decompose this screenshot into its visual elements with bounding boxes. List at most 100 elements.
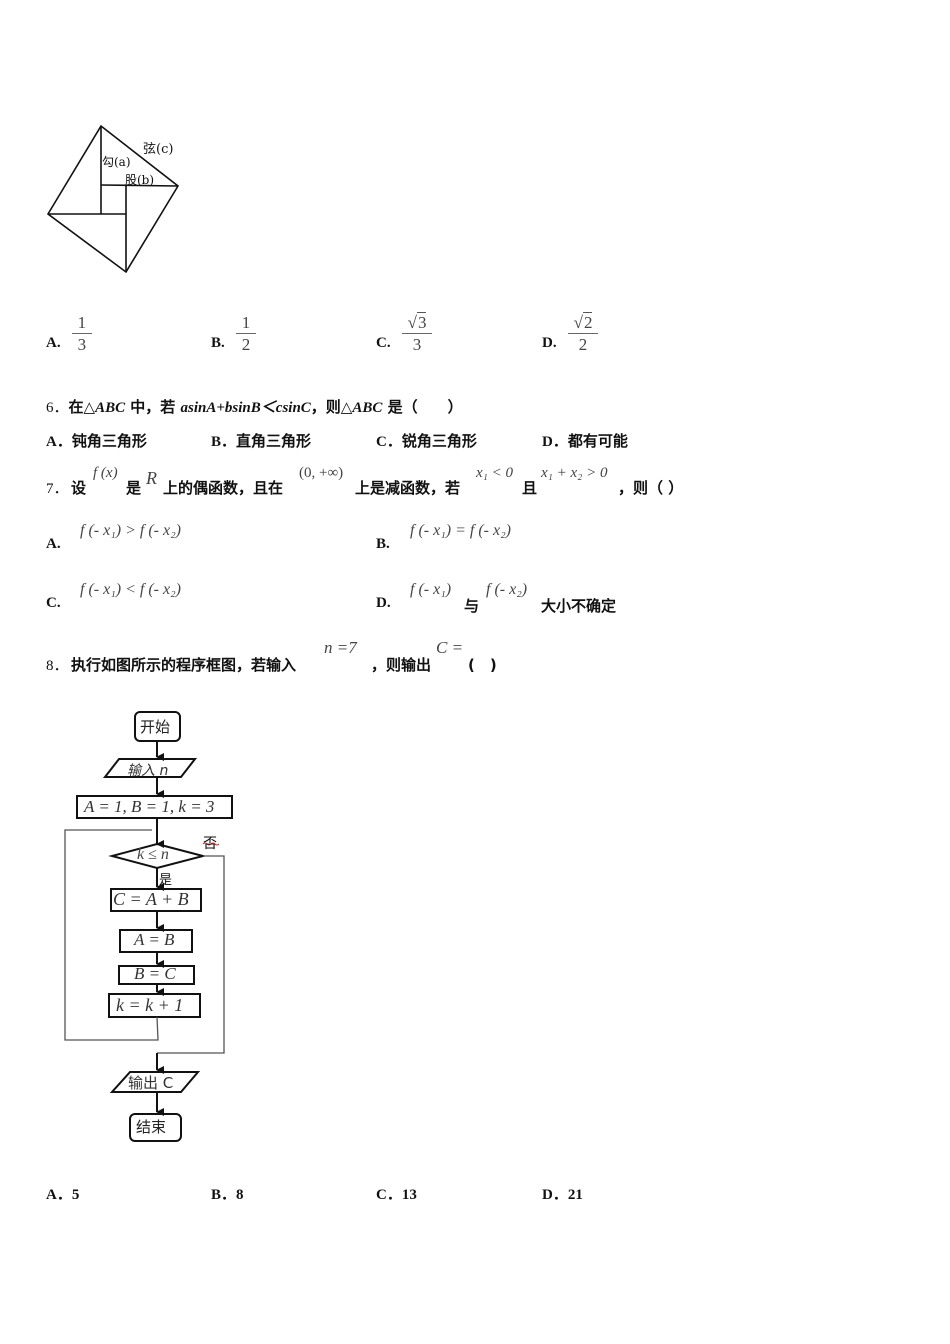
q6-stem: 6．在△ABC 中，若 asinA+bsinB＜csinC，则△ABC 是（ ） (46, 396, 463, 417)
denominator: 3 (71, 333, 93, 356)
q7-interval: (0, +∞) (299, 465, 344, 481)
option-text: 钝角三角形 (71, 432, 147, 450)
q8-text: ( ) (468, 656, 497, 674)
option-letter: A. (46, 536, 61, 552)
q8-option-d[interactable]: D．21 (542, 1183, 583, 1204)
option-letter: D. (542, 335, 557, 351)
flow-condition: k ≤ n (137, 846, 169, 863)
q5-option-a[interactable]: A. 1 3 (46, 313, 93, 356)
q6-option-d[interactable]: D．都有可能 (542, 430, 628, 451)
numerator: 1 (241, 313, 251, 332)
flow-output: 输出 C (128, 1074, 174, 1092)
q8-output-expression: C = (436, 638, 464, 657)
option-expression: f (- x₁) < f (- x₂) (80, 581, 181, 598)
q7-option-d[interactable]: D. f (- x₁) 与 f (- x₂) 大小不确定 (376, 581, 696, 615)
denominator: 3 (401, 333, 433, 356)
option-value: 8 (236, 1187, 244, 1203)
option-letter: C． (376, 434, 402, 450)
q7-text: 上是减函数，若 (355, 479, 461, 497)
flow-step-sum: C = A + B (113, 889, 189, 909)
option-letter: C. (46, 595, 61, 611)
q8-text: ，则输出 (371, 656, 432, 674)
option-letter: D. (376, 595, 391, 611)
q6-option-c[interactable]: C．锐角三角形 (376, 430, 477, 451)
option-text: 直角三角形 (236, 432, 312, 450)
option-letter: C. (376, 335, 391, 351)
option-expression-b: f (- x₂) (486, 581, 528, 598)
option-letter: A． (46, 434, 72, 450)
option-value: 5 (71, 1187, 80, 1203)
option-letter: B． (211, 1187, 237, 1203)
flow-init: A = 1, B = 1, k = 3 (84, 797, 215, 816)
label-long-leg: 股(b) (125, 173, 155, 187)
q7-text: 是 (126, 479, 142, 497)
option-value: 21 (567, 1187, 583, 1203)
option-text: 大小不确定 (541, 597, 617, 615)
q7-function: f (x) (93, 465, 118, 481)
q7-text: ，则（ ） (618, 479, 684, 497)
q6-text: 中，若 (125, 398, 181, 416)
option-letter: D． (542, 1187, 568, 1203)
q6-text: 是（ ） (382, 398, 463, 416)
flow-step-assign-a: A = B (134, 930, 175, 949)
q6-option-b[interactable]: B．直角三角形 (211, 430, 311, 451)
q5-option-b[interactable]: B. 1 2 (211, 313, 257, 356)
option-text: 与 (464, 597, 480, 615)
q5-option-c[interactable]: C. √3 3 (376, 312, 433, 356)
q6-condition: asinA+bsinB＜csinC (180, 400, 311, 416)
label-hypotenuse: 弦(c) (143, 142, 174, 157)
option-text: 都有可能 (567, 432, 628, 450)
option-expression-a: f (- x₁) (410, 581, 452, 598)
question-number: 8． (46, 658, 69, 674)
q7-option-c[interactable]: C. f (- x₁) < f (- x₂) (46, 581, 346, 611)
q7-domain: R (146, 468, 157, 488)
question-number: 7． (46, 481, 69, 497)
q8-option-a[interactable]: A．5 (46, 1183, 79, 1204)
q8-option-b[interactable]: B．8 (211, 1183, 244, 1204)
q7-stem: 7． 设 f (x) 是 R 上的偶函数，且在 (0, +∞) 上是减函数，若 … (46, 465, 746, 497)
q7-option-a[interactable]: A. f (- x₁) > f (- x₂) (46, 522, 346, 552)
flowchart: 开始 输入 n A = 1, B = 1, k = 3 k ≤ n 否 是 C … (55, 705, 255, 1155)
question-number: 6． (46, 400, 69, 416)
sqrt-numerator: √2 (573, 312, 593, 332)
q6-option-a[interactable]: A．钝角三角形 (46, 430, 147, 451)
q7-text: 上的偶函数，且在 (163, 479, 284, 497)
flow-start: 开始 (140, 718, 171, 736)
q8-input-expression: n =7 (324, 638, 357, 657)
option-expression: f (- x₁) > f (- x₂) (80, 522, 181, 539)
q6-text: ，则△ (310, 398, 353, 416)
denominator: 2 (235, 333, 257, 356)
flow-end: 结束 (136, 1118, 167, 1136)
radicand: 3 (416, 312, 427, 332)
square-diagram-svg (46, 124, 180, 274)
option-text: 锐角三角形 (401, 432, 477, 450)
flow-no-label: 否 (203, 836, 217, 852)
option-letter: C． (376, 1187, 402, 1203)
flow-input: 输入 n (127, 763, 169, 779)
triangle-abc: ABC (352, 400, 383, 416)
option-value: 13 (401, 1187, 417, 1203)
flow-step-increment: k = k + 1 (116, 995, 184, 1015)
option-letter: B． (211, 434, 237, 450)
q8-text: 执行如图所示的程序框图，若输入 (71, 656, 297, 674)
radicand: 2 (582, 312, 593, 332)
flow-yes-label: 是 (159, 873, 173, 888)
fraction: √3 3 (401, 312, 433, 356)
pythagorean-figure: 弦(c) 勾(a) 股(b) (40, 120, 200, 280)
q7-text: 且 (522, 479, 538, 497)
q7-text: 设 (71, 479, 87, 497)
fraction: 1 3 (71, 313, 93, 356)
sqrt-numerator: √3 (407, 312, 427, 332)
q5-option-d[interactable]: D. √2 2 (542, 312, 599, 356)
q8-stem: 8． 执行如图所示的程序框图，若输入 n =7 ，则输出 C = ( ) (46, 638, 566, 674)
fraction: √2 2 (567, 312, 599, 356)
q7-option-b[interactable]: B. f (- x₁) = f (- x₂) (376, 522, 676, 552)
option-letter: B. (376, 536, 390, 552)
option-letter: B. (211, 335, 225, 351)
option-letter: A． (46, 1187, 72, 1203)
label-short-leg: 勾(a) (102, 155, 131, 169)
flowchart-lines (64, 711, 233, 1142)
option-expression: f (- x₁) = f (- x₂) (410, 522, 511, 539)
q8-option-c[interactable]: C．13 (376, 1183, 417, 1204)
option-letter: D． (542, 434, 568, 450)
